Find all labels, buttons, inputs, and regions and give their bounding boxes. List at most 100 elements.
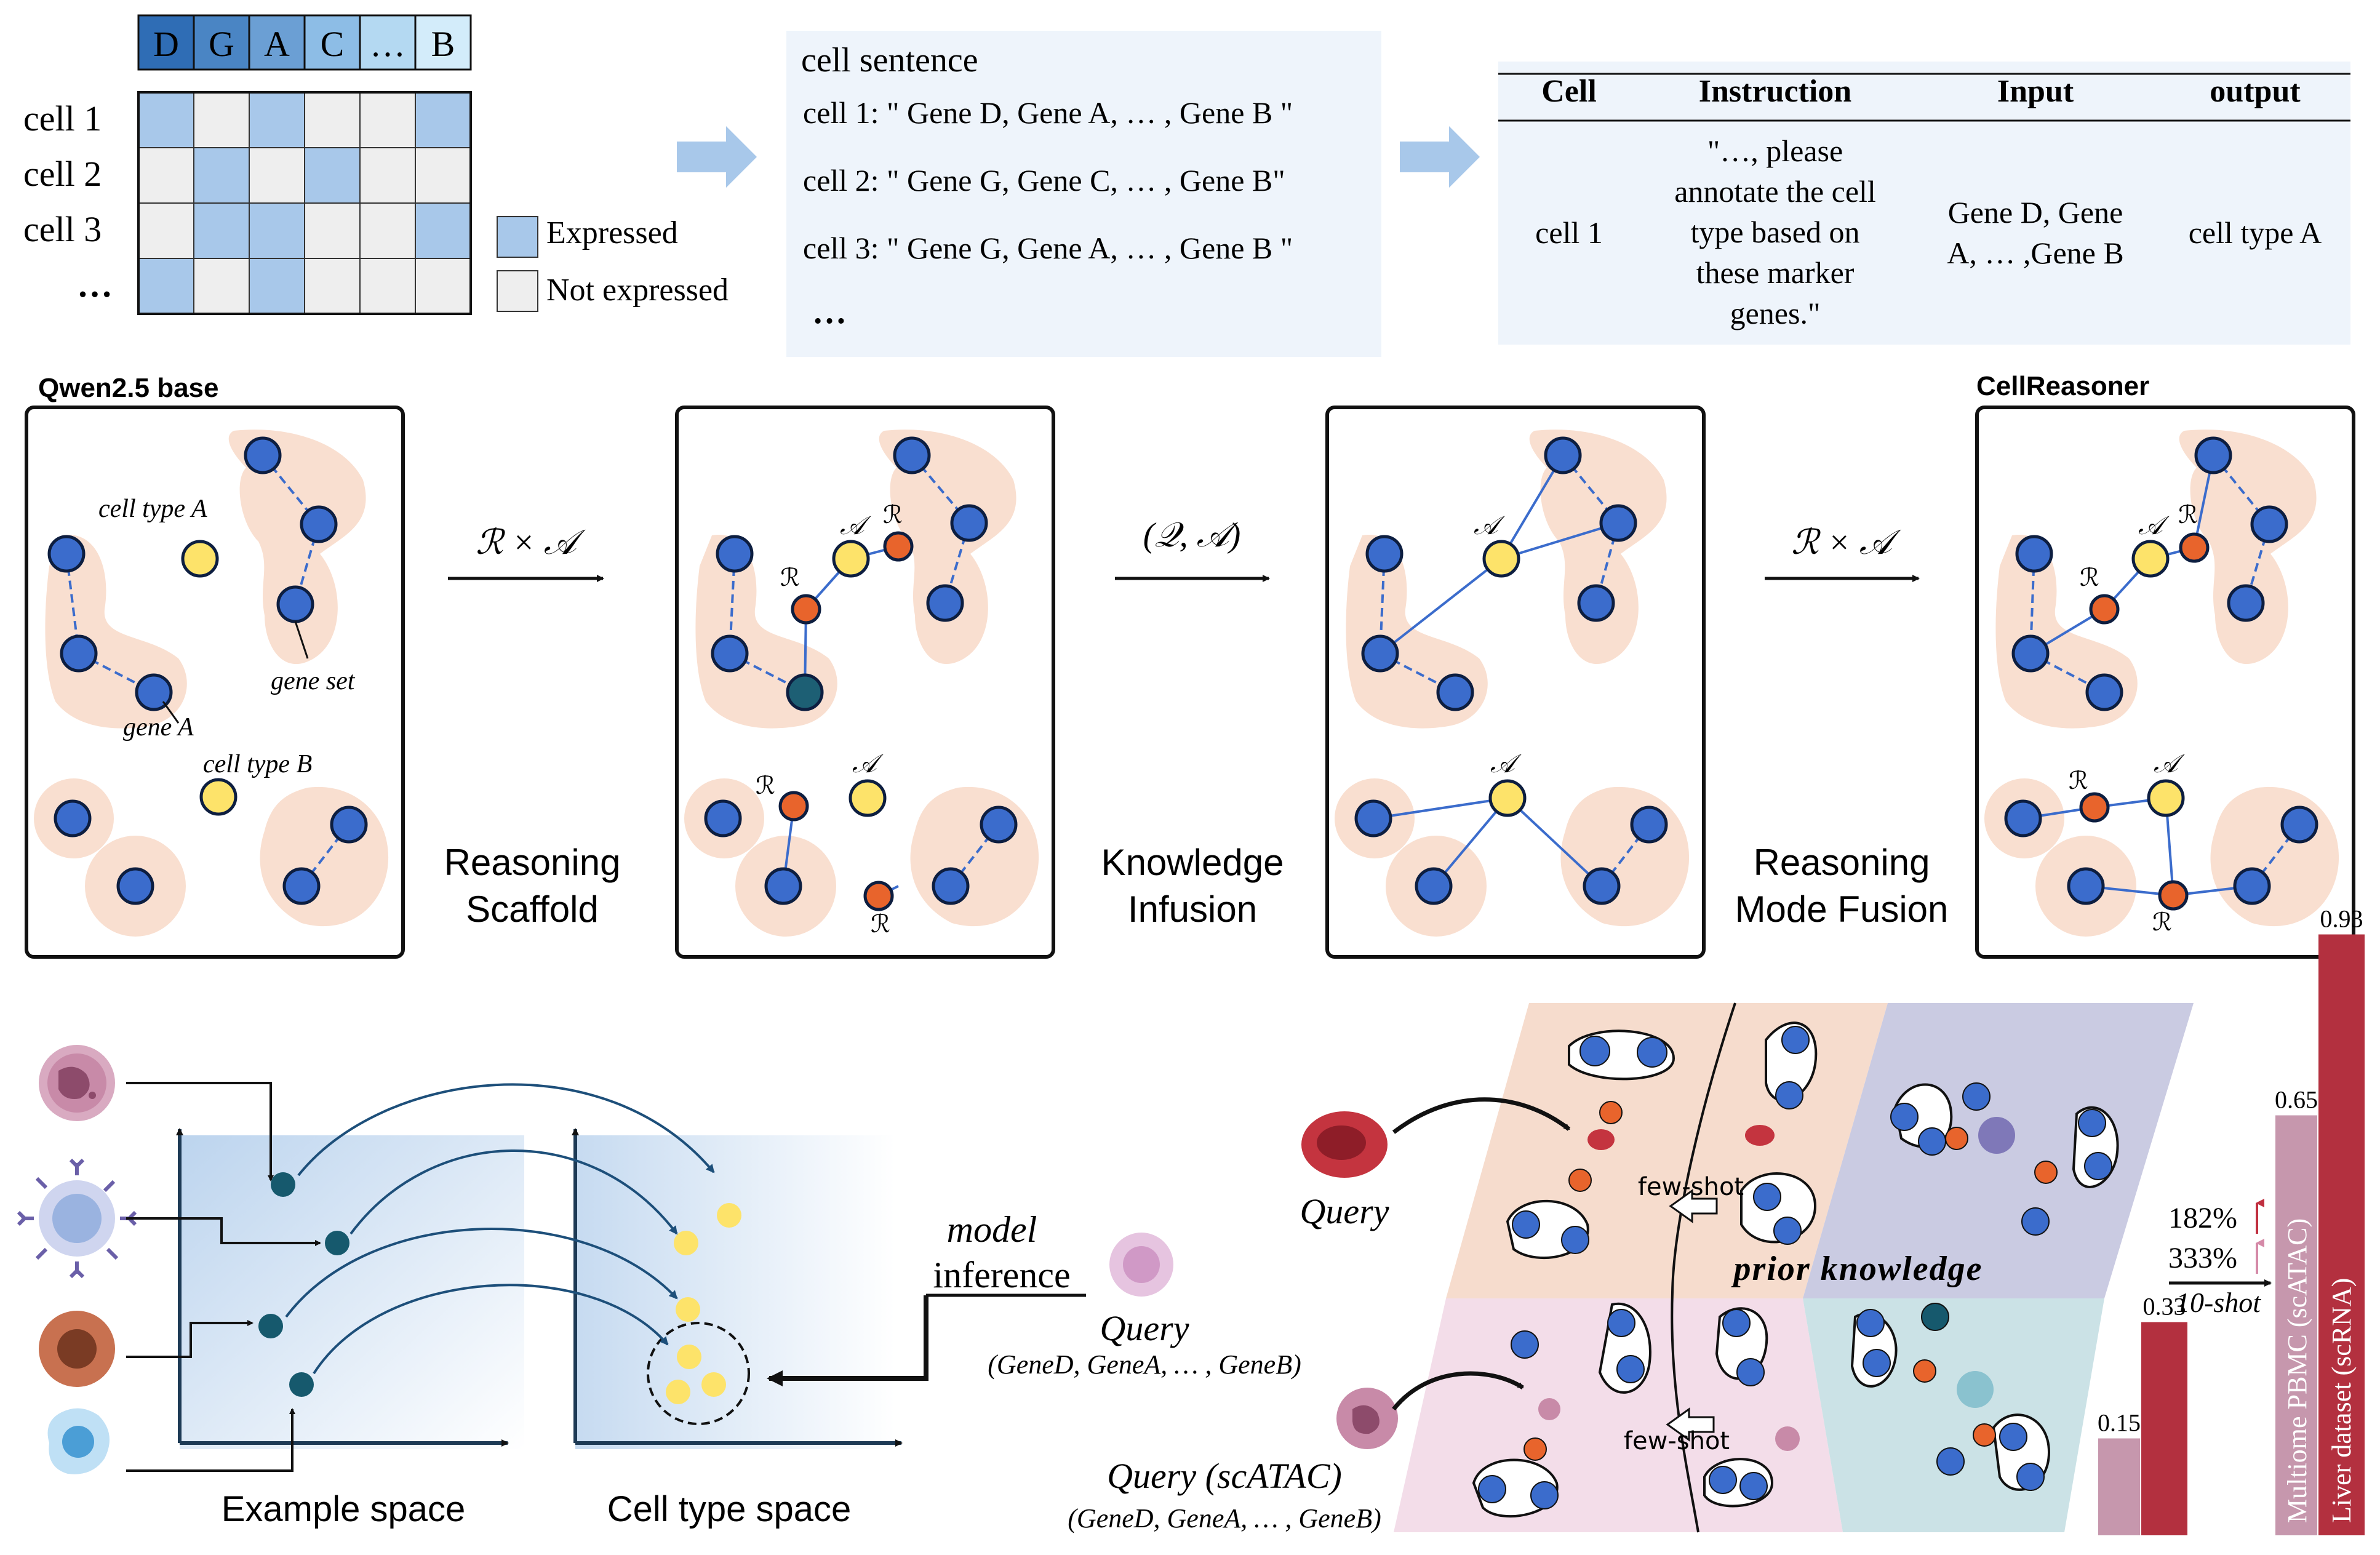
not-expressed-cell: [249, 147, 305, 204]
not-expressed-cell: [304, 202, 361, 259]
reasoning-node: [778, 791, 809, 821]
red-blood-cell-icon: [1301, 1111, 1775, 1178]
gene-header-cell: [359, 14, 417, 71]
model-label: model: [947, 1209, 1037, 1250]
table-input-line: A, … ,Gene B: [1947, 236, 2123, 270]
cell-type-point: [701, 1372, 726, 1397]
not-expressed-cell: [359, 92, 416, 148]
gene-header-label: B: [431, 24, 455, 64]
query-genes-label: (GeneD, GeneA, … , GeneB): [988, 1349, 1301, 1380]
not-expressed-cell: [193, 92, 250, 148]
lymphocyte-cell-icon: [17, 1158, 137, 1279]
series-label-liver: Liver dataset (scRNA): [2326, 1278, 2357, 1523]
not-expressed-cell: [304, 258, 361, 314]
cell-type-node: [199, 778, 238, 816]
cell-sentence-title: cell sentence: [801, 41, 978, 79]
few-shot-label: few-shot: [1624, 1427, 1730, 1455]
not-expressed-cell: [359, 258, 416, 314]
query-cell-icon: [1109, 1233, 1173, 1297]
reasoning-node: [863, 881, 894, 911]
example-point: [289, 1372, 314, 1397]
example-point: [258, 1314, 283, 1338]
cell-sentence-line-1: cell 1: " Gene D, Gene A, … , Gene B ": [803, 95, 1293, 130]
fewshot-query-genes-label: (GeneD, GeneA, … , GeneB): [1068, 1503, 1381, 1533]
cell-row-label: cell 2: [23, 154, 102, 194]
immune-cell-icon: [1957, 1117, 2015, 1408]
expressed-cell: [193, 202, 250, 259]
cell-type-point: [666, 1380, 690, 1404]
panel-cellreasoner: [1975, 406, 2355, 959]
reasoning-node: [883, 531, 914, 562]
cell-sentence-ellipsis: …: [812, 293, 847, 331]
symbol-r: ℛ: [883, 501, 903, 529]
series-label-pbmc: Multiome PBMC (scATAC): [2282, 1218, 2312, 1523]
expressed-cell: [304, 147, 361, 204]
table-cell-value: cell 1: [1535, 215, 1603, 250]
table-instruction-line: "…, please: [1707, 134, 1843, 168]
bar-value-label: 0.93: [2320, 905, 2363, 933]
monocyte-cell-icon: [39, 1311, 115, 1387]
gene-header-label: …: [370, 24, 405, 64]
bar-liver-10shot: [2318, 934, 2365, 1535]
gene-header-label: A: [264, 24, 290, 64]
gene-header-label: C: [321, 24, 345, 64]
expressed-cell: [249, 202, 305, 259]
gene-pair-cluster: [1472, 1021, 2119, 1517]
legend-expressed-swatch: [497, 216, 538, 258]
bar-liver-baseline: [2141, 1322, 2187, 1535]
expression-matrix: [137, 91, 472, 315]
table-instruction-line: genes.": [1730, 296, 1821, 330]
reasoning-node: [791, 594, 821, 625]
fewshot-query-scatac-label: Query (scATAC): [1107, 1456, 1342, 1496]
stage-label-reasoning-scaffold: Scaffold: [466, 889, 599, 930]
symbol-r: ℛ: [2178, 501, 2198, 529]
not-expressed-cell: [415, 258, 471, 314]
gene-header-cell: [137, 14, 195, 71]
cell-type-point: [674, 1231, 698, 1255]
stage-label-mode-fusion: Reasoning: [1754, 842, 1930, 883]
cell-row-label: cell 1: [23, 98, 102, 138]
table-header-cell: Cell: [1541, 74, 1597, 109]
cell-sentence-line-3: cell 3: " Gene G, Gene A, … , Gene B ": [803, 231, 1293, 265]
improvement-333: 333%: [2168, 1242, 2237, 1274]
improvement-182: 182%: [2168, 1202, 2237, 1234]
expressed-cell: [415, 92, 471, 148]
legend-not-expressed-label: Not expressed: [546, 273, 729, 308]
table-header-output: output: [2210, 74, 2301, 109]
query-label: Query: [1100, 1308, 1189, 1348]
fewshot-arrow-icon: [1666, 1407, 1715, 1442]
bar-value-label: 0.33: [2143, 1293, 2186, 1321]
matrix-border: [137, 91, 472, 315]
example-space-label: Example space: [222, 1489, 466, 1529]
table-output-value: cell type A: [2189, 215, 2322, 250]
expressed-cell: [138, 92, 194, 148]
label-cell-type-b: cell type B: [203, 750, 312, 778]
gene-header-cell: [193, 14, 250, 71]
expressed-cell: [415, 202, 471, 259]
cell-type-point: [676, 1297, 700, 1322]
gene-node: [300, 505, 338, 543]
cell-row-label: …: [77, 265, 113, 305]
bar-pbmc-10shot: [2275, 1115, 2317, 1535]
gene-node: [116, 867, 154, 905]
epithelial-cell-icon: [47, 1408, 110, 1474]
panel-knowledge-infusion: [1325, 406, 1706, 959]
gene-node: [60, 634, 98, 673]
ten-shot-label: 10-shot: [2176, 1287, 2261, 1318]
gene-header-cell: [414, 14, 472, 71]
not-expressed-cell: [359, 202, 416, 259]
legend-not-expressed-swatch: [497, 270, 538, 312]
expressed-cell: [249, 92, 305, 148]
gene-header-cell: [248, 14, 306, 71]
table-instruction-line: annotate the cell: [1674, 174, 1876, 209]
cell-sentence-panel: [786, 31, 1381, 357]
not-expressed-cell: [193, 258, 250, 314]
table-header-input: Input: [1997, 74, 2074, 109]
fewshot-query-label: Query: [1300, 1191, 1389, 1231]
cell-sentence-line-2: cell 2: " Gene G, Gene C, … , Gene B": [803, 163, 1285, 198]
gene-header-label: D: [153, 24, 179, 64]
gene-node: [135, 673, 173, 711]
granulocyte-cell-icon: [39, 1045, 115, 1121]
